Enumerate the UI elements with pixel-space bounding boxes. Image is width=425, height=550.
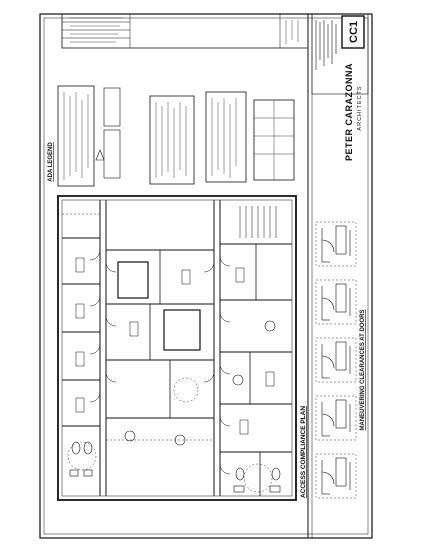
- door-clearance-details: [315, 221, 357, 499]
- legend-title: ADA LEGEND: [48, 142, 54, 182]
- sheet-number: CC1: [348, 21, 360, 43]
- ada-legend: [57, 85, 121, 187]
- detail-title: MANEUVERING CLEARANCES AT DOORS: [360, 309, 366, 430]
- plan-title: ACCESS COMPLIANCE PLAN: [300, 406, 307, 498]
- floor-plan: [57, 195, 297, 501]
- general-notes: [149, 91, 295, 185]
- title-block: CC1 PETER CARAZONNA ARCHITECTS: [307, 13, 369, 538]
- firm-subtitle: ARCHITECTS: [357, 85, 363, 130]
- sheet-inner-border: [43, 17, 369, 535]
- firm-name: PETER CARAZONNA: [344, 63, 354, 161]
- project-info-box: [61, 13, 309, 49]
- sheet-number-box: [341, 15, 365, 49]
